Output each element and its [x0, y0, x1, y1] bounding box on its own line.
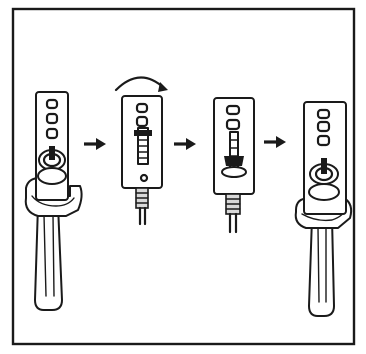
washer: [38, 168, 66, 184]
bolt-stem: [321, 158, 327, 174]
washer: [222, 167, 246, 177]
wrench-handle: [35, 205, 62, 310]
bolt-stem: [49, 146, 55, 160]
washer: [309, 184, 339, 200]
wrench-handle: [309, 218, 334, 316]
hex-nut: [224, 156, 244, 166]
hex-nut: [134, 130, 152, 136]
